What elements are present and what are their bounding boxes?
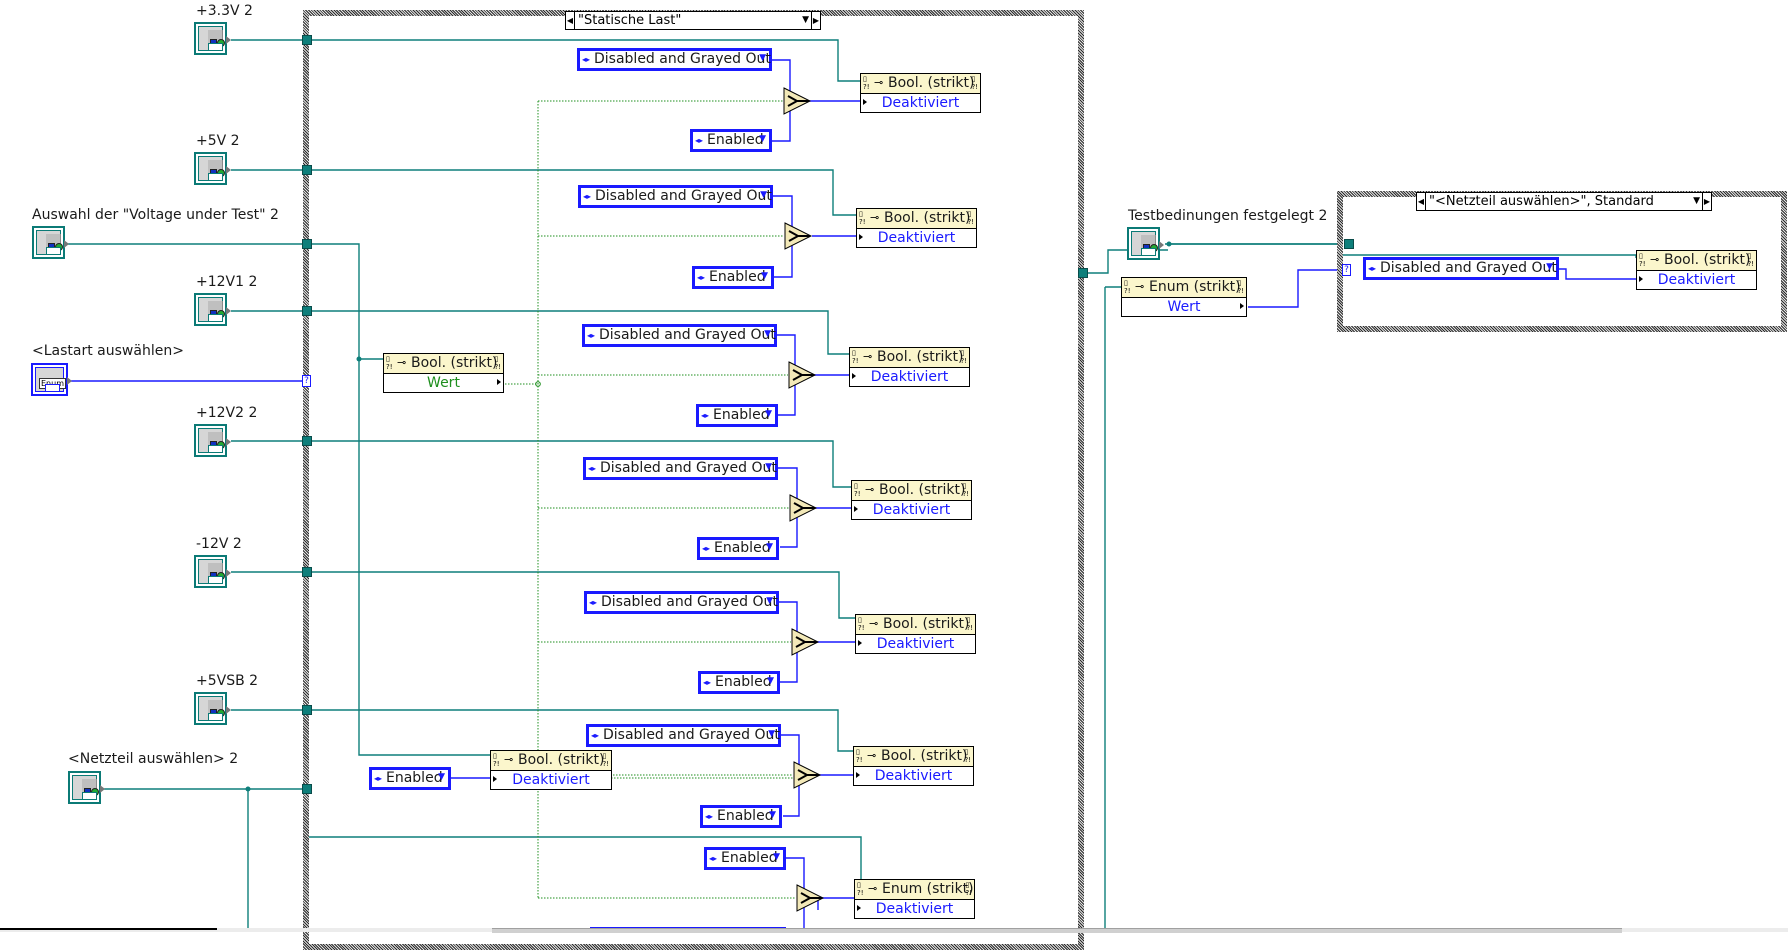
tunnel [302,239,312,249]
tunnel [302,306,312,316]
ring-constant-enabled[interactable]: ◂▸Enabled▼ [698,671,780,694]
scrollbar-thumb[interactable] [492,928,1622,933]
ring-constant-disabled[interactable]: ◂▸Disabled and Grayed Out▼ [578,185,773,208]
enum-control-icon[interactable]: Enum [31,363,72,396]
ring-constant-enabled[interactable]: ◂▸Enabled▼ [704,847,786,870]
reference-icon: ⊸ [863,350,873,363]
next-case-arrow-icon[interactable]: ▶ [811,12,820,29]
property-reference-icon[interactable] [194,424,231,457]
junction-testbed [1166,241,1172,247]
case-selector-terminal: ? [302,375,311,387]
wire-to-case2 [1084,243,1343,274]
reference-icon: ⊸ [397,356,407,369]
terminal-label: +12V1 2 [196,274,258,290]
dropdown-arrow-icon[interactable]: ▼ [802,15,809,25]
prev-case-arrow-icon[interactable]: ◀ [566,12,575,29]
dropdown-arrow-icon[interactable]: ▼ [1693,196,1700,206]
ring-constant-disabled[interactable]: ◂▸Disabled and Grayed Out▼ [586,724,781,747]
terminal-label: +12V2 2 [196,405,258,421]
case-selector-terminal: ? [1342,264,1351,276]
reference-icon: ⊸ [869,617,879,630]
ring-constant-enabled[interactable]: ◂▸Enabled▼ [696,404,778,427]
property-reference-icon[interactable] [194,293,231,326]
property-node[interactable]: ▯?!⊸Bool. (strikt)▯?! Deaktiviert [856,208,977,248]
property-node-auswahl[interactable]: ▯?!⊸Bool. (strikt)▯?! Deaktiviert [490,750,612,790]
terminal-label: +5VSB 2 [196,673,259,689]
tunnel [302,784,312,794]
property-node[interactable]: ▯?!⊸Bool. (strikt)▯?! Deaktiviert [1636,250,1757,290]
ring-constant-enabled[interactable]: ◂▸Enabled▼ [700,805,782,828]
tunnel [302,436,312,446]
next-case-arrow-icon[interactable]: ▶ [1702,193,1711,210]
terminal-label: +5V 2 [196,133,240,149]
wire-enum-to-case2 [1248,269,1337,308]
property-reference-icon[interactable] [194,692,231,725]
reference-icon: ⊸ [867,749,877,762]
property-reference-icon[interactable] [194,22,231,55]
prev-case-arrow-icon[interactable]: ◀ [1417,193,1426,210]
reference-icon: ⊸ [870,211,880,224]
property-reference-icon[interactable] [1127,227,1164,260]
tunnel [302,165,312,175]
reference-icon: ⊸ [1650,253,1660,266]
property-reference-icon[interactable] [68,771,105,804]
property-reference-icon[interactable] [32,226,69,259]
property-reference-icon[interactable] [194,152,231,185]
property-node-enum-wert[interactable]: ▯?!⊸Enum (strikt)▯?! Wert [1121,277,1247,317]
case-selector-netzteil[interactable]: ◀ "<Netzteil auswählen>", Standard ▼ ▶ [1416,192,1712,211]
tunnel [302,705,312,715]
ring-constant-disabled[interactable]: ◂▸Disabled and Grayed Out▼ [583,457,778,480]
property-node[interactable]: ▯?!⊸Bool. (strikt)▯?! Deaktiviert [849,347,970,387]
property-node[interactable]: ▯?!⊸Bool. (strikt)▯?! Deaktiviert [851,480,972,520]
reference-icon: ⊸ [874,76,884,89]
tunnel [1344,239,1354,249]
reference-icon: ⊸ [1135,280,1145,293]
terminal-label: Testbedinungen festgelegt 2 [1128,208,1328,224]
terminal-label: +3.3V 2 [196,3,253,19]
terminal-label: <Lastart auswählen> [32,343,184,359]
terminal-label: -12V 2 [196,536,242,552]
property-node[interactable]: ▯?!⊸Enum (strikt)▯?! Deaktiviert [854,879,975,919]
property-node-wert[interactable]: ▯?!⊸Bool. (strikt)▯?! Wert [383,353,504,393]
tunnel [1078,268,1088,278]
terminal-label: <Netzteil auswählen> 2 [68,751,239,767]
tunnel [302,567,312,577]
property-reference-icon[interactable] [194,555,231,588]
property-node[interactable]: ▯?!⊸Bool. (strikt)▯?! Deaktiviert [860,73,981,113]
property-node[interactable]: ▯?!⊸Bool. (strikt)▯?! Deaktiviert [853,746,974,786]
scrollbar-edge [0,928,217,930]
ring-constant-disabled[interactable]: ◂▸Disabled and Grayed Out▼ [584,591,779,614]
tunnel [302,35,312,45]
ring-constant-enabled[interactable]: ◂▸Enabled▼ [690,129,772,152]
ring-constant-disabled[interactable]: ◂▸Disabled and Grayed Out▼ [582,324,777,347]
reference-icon: ⊸ [868,882,878,895]
reference-icon: ⊸ [865,483,875,496]
ring-constant-disabled[interactable]: ◂▸Disabled and Grayed Out▼ [577,48,772,71]
ring-constant-enabled[interactable]: ◂▸Enabled▼ [697,537,779,560]
case-selector-statische-last[interactable]: ◀ "Statische Last" ▼ ▶ [565,11,821,30]
junction-netzteil [245,786,251,792]
ring-constant-enabled[interactable]: ◂▸Enabled▼ [369,767,451,790]
property-node[interactable]: ▯?!⊸Bool. (strikt)▯?! Deaktiviert [855,614,976,654]
wire-enum-node-in [1104,286,1122,932]
ring-constant-enabled[interactable]: ◂▸Enabled▼ [692,266,774,289]
reference-icon: ⊸ [504,753,514,766]
ring-constant-disabled[interactable]: ◂▸Disabled and Grayed Out▼ [1363,257,1559,280]
terminal-label: Auswahl der "Voltage under Test" 2 [32,207,279,223]
